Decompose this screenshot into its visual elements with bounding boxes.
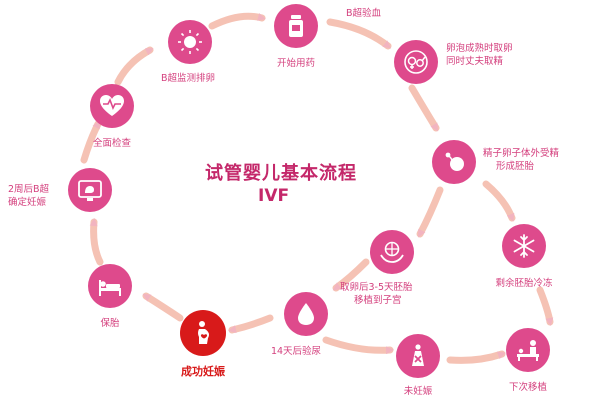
node-confirm — [68, 168, 112, 212]
snowflake-icon — [513, 234, 535, 258]
label-protect: 保胎 — [100, 318, 120, 329]
node-medication — [274, 4, 318, 48]
label-next-transfer: 下次移植 — [508, 382, 548, 393]
arrow-confirm-to-exam — [80, 120, 102, 164]
label-egg-retrieval-2: 同时丈夫取精 — [446, 56, 504, 67]
pregnant-woman-icon — [198, 321, 209, 344]
arrow-notpregnant-to-next — [446, 350, 506, 364]
node-embryo-transfer — [370, 230, 414, 274]
label-success: 成功妊娠 — [181, 365, 225, 378]
label-urine-test: 14天后验尿 — [270, 346, 322, 357]
hands-globe-icon — [380, 241, 404, 263]
arrow-protect-to-confirm — [89, 218, 104, 266]
bed-rest-icon — [99, 280, 121, 296]
label-egg-retrieval-1: 卵泡成熟时取卵 — [446, 43, 513, 54]
label-fertilization-2: 形成胚胎 — [496, 161, 535, 172]
diagram-title: 试管婴儿基本流程 — [205, 163, 357, 184]
label-embryo-transfer-1: 取卵后3-5天胚胎 — [340, 282, 413, 293]
arrow-ultrasound-to-medication — [208, 12, 266, 30]
label-fertilization-1: 精子卵子体外受精 — [483, 148, 560, 159]
node-next-transfer — [506, 328, 550, 372]
arrow-success-to-protect — [142, 292, 184, 322]
label-medication: 开始用药 — [276, 58, 316, 69]
arrow-fertilization-to-freeze — [482, 180, 516, 222]
arrow-fertilization-to-transfer — [416, 186, 444, 238]
node-freeze — [502, 224, 546, 268]
node-urine-test — [284, 292, 328, 336]
doctor-patient-icon — [517, 340, 539, 361]
node-not-pregnant — [396, 334, 440, 378]
node-success — [180, 310, 226, 356]
arrow-blood-to-egg — [408, 84, 440, 132]
medicine-bottle-icon — [289, 15, 303, 37]
label-confirm-2: 确定妊娠 — [8, 197, 47, 208]
label-not-pregnant: 未妊娠 — [403, 386, 433, 397]
node-ultrasound-ovulation — [168, 20, 212, 64]
node-egg-retrieval — [394, 40, 438, 84]
node-fertilization — [432, 140, 476, 184]
pregnant-cross-icon — [412, 344, 424, 366]
sperm-egg-icon — [445, 152, 464, 171]
arrow-freeze-to-next — [536, 286, 554, 326]
arrow-urine-to-notpregnant — [322, 336, 394, 355]
arrow-urine-to-success — [228, 314, 274, 334]
label-ultrasound-blood: B超验血 — [346, 8, 382, 19]
diagram-subtitle: IVF — [258, 186, 290, 206]
label-ultrasound-ovulation: B超监测排卵 — [160, 73, 216, 84]
arrow-exam-to-ultrasound — [114, 46, 154, 86]
node-exam — [90, 84, 134, 128]
node-protect — [88, 264, 132, 308]
gender-symbols-icon — [404, 50, 428, 74]
label-confirm-1: 2周后B超 — [8, 184, 50, 195]
sun-icon — [178, 30, 202, 54]
arrow-transfer-to-urine — [332, 258, 370, 292]
arrow-medication-to-blood — [326, 18, 392, 50]
label-exam: 全面检查 — [92, 138, 132, 149]
label-freeze: 剩余胚胎冷冻 — [495, 278, 553, 289]
label-embryo-transfer-2: 移植到子宫 — [354, 295, 402, 306]
heart-ecg-icon — [100, 95, 124, 116]
ultrasound-monitor-icon — [78, 180, 102, 201]
droplet-icon — [298, 303, 314, 325]
